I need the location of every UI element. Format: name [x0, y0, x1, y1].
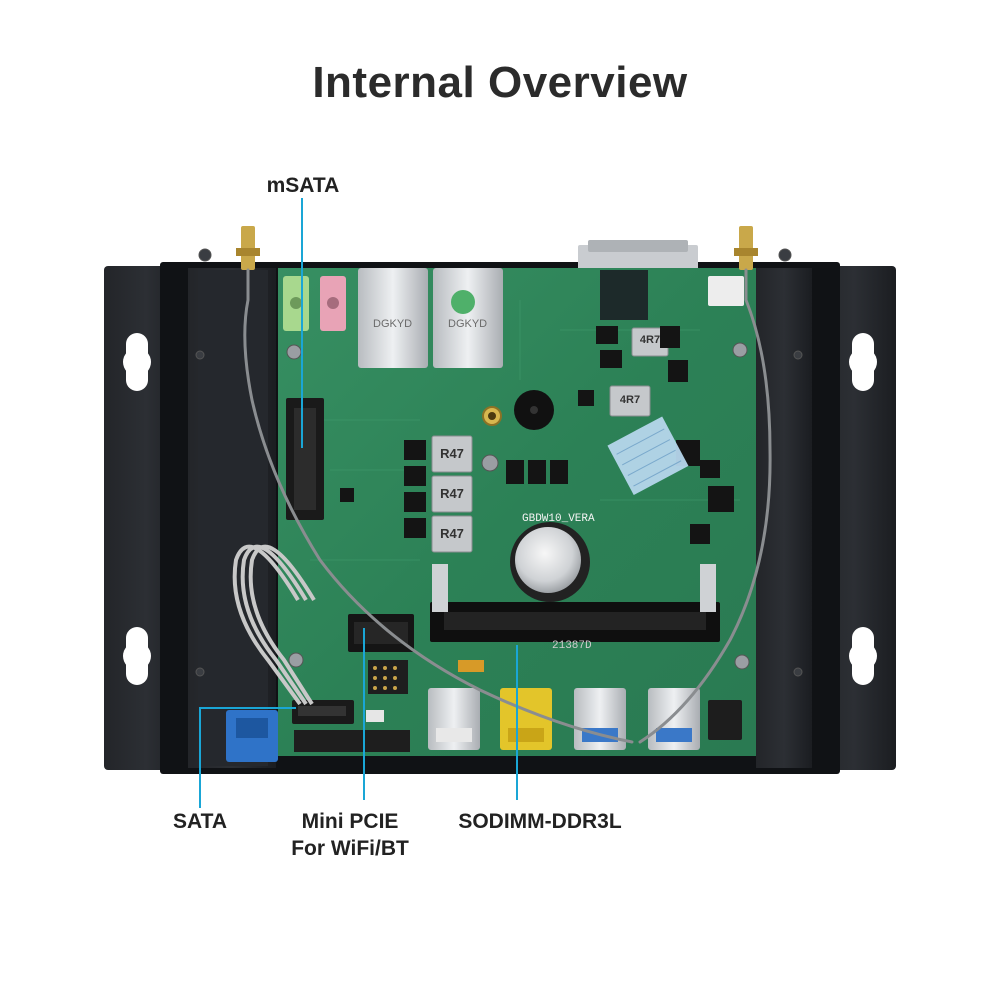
callout-lines — [199, 198, 518, 808]
inductor-label-2: R47 — [440, 486, 464, 501]
board-model-label: GBDW10_VERA — [522, 513, 595, 525]
antenna-wires — [243, 268, 772, 744]
mini-pcie-label-line2: For WiFi/BT — [291, 837, 409, 860]
sata-cable — [232, 544, 316, 706]
inductor-label-1: R47 — [440, 446, 464, 461]
lan-brand-label-1: DGKYD — [373, 318, 413, 330]
mini-pcie-label-line1: Mini PCIE — [301, 810, 399, 833]
antenna-connectors — [236, 226, 758, 270]
lan-brand-label-2: DGKYD — [448, 318, 488, 330]
mini-pcie-label: Mini PCIE For WiFi/BT — [270, 808, 430, 862]
page-title: Internal Overview — [312, 58, 688, 107]
inductor-label-5: 4R7 — [619, 394, 641, 406]
msata-label: mSATA — [266, 174, 340, 197]
inductor-label-3: R47 — [440, 526, 464, 541]
ram-slot-mark: 21387D — [552, 640, 592, 652]
sata-label: SATA — [172, 810, 228, 833]
inductor-label-4: 4R7 — [639, 334, 661, 346]
sata-connector — [226, 710, 278, 762]
sodimm-label: SODIMM-DDR3L — [458, 810, 622, 833]
